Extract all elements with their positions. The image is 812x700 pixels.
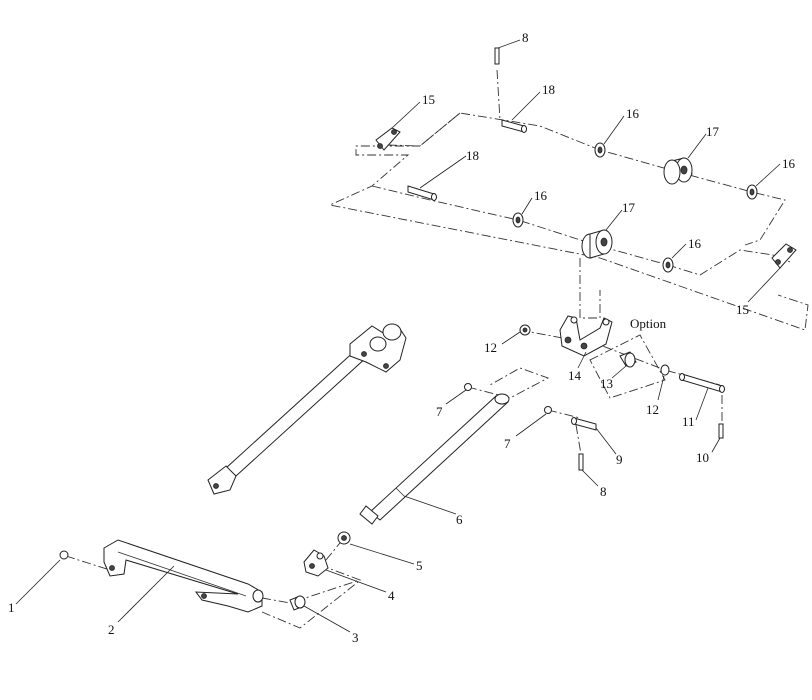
callout-12-right: 12 [646,402,659,417]
assembly-lines [65,69,809,629]
callout-7-a: 7 [436,404,443,419]
pin-10 [718,423,724,439]
parts [59,47,797,613]
pin-8-top-line [496,69,501,121]
callout-11: 11 [682,414,695,429]
callout-10: 10 [696,450,709,465]
lever-2 [103,539,264,613]
link-15-upper [375,127,401,151]
callout-17-upper: 17 [706,124,720,139]
callout-15-upper: 15 [422,92,435,107]
nut-7-b [544,406,552,414]
clevis-14 [559,315,613,357]
callout-9: 9 [616,452,623,467]
pin-9 [571,417,597,431]
roller-17-upper [663,157,693,185]
clevis-4 [303,549,329,577]
bushing-13 [619,351,637,368]
callout-18-upper: 18 [542,82,555,97]
callout-7-b: 7 [504,436,511,451]
lower-link-line-a [65,555,111,571]
pin-11 [679,373,725,393]
bearing-16-c [512,212,524,228]
bearing-16-a [594,142,606,158]
callout-3: 3 [352,630,359,645]
nut-5 [337,531,351,545]
callout-16-c: 16 [534,188,548,203]
leader-lines [15,39,781,633]
callout-16-d: 16 [688,236,702,251]
callout-1: 1 [8,600,15,615]
link-15-right [771,243,797,269]
callout-2: 2 [108,622,115,637]
bearing-16-b [746,184,758,200]
lower-link-line-b [261,561,362,604]
nut-12-right [660,364,670,376]
callout-16-b: 16 [782,156,796,171]
pin-18-lower [407,185,437,201]
callout-17-lower: 17 [622,200,636,215]
callout-18-lower: 18 [466,148,479,163]
rod-6 [359,393,510,525]
callout-8-top: 8 [522,30,529,45]
callout-12-upper: 12 [484,340,497,355]
bracket-line [519,329,721,386]
pin-8-top [494,47,500,65]
option-box [589,334,666,399]
pin-8-lower [578,453,584,471]
callout-16-a: 16 [626,106,640,121]
roller-17-lower [581,229,613,259]
callout-8-lower: 8 [600,484,607,499]
rod-top-line [467,367,550,399]
nut-12-upper [519,324,531,336]
arm-assembly-left [207,323,407,495]
drop-line [579,258,601,319]
option-label: Option [630,316,667,331]
bearing-16-d [662,257,674,273]
callout-5: 5 [416,558,423,573]
callout-15-right: 15 [736,302,749,317]
callout-labels: 8 18 15 16 17 16 18 16 17 16 15 Option 1… [8,30,796,645]
callout-13: 13 [600,376,613,391]
lower-link-line-c [261,581,359,629]
pin-line [547,409,581,419]
bushing-3 [289,595,306,611]
callout-6: 6 [456,512,463,527]
upper-shaft-line [387,112,786,246]
callout-4: 4 [388,588,395,603]
pin-18-upper [501,119,527,133]
nut-1 [59,550,69,560]
callout-14: 14 [568,368,582,383]
nut-7-a [464,383,472,391]
